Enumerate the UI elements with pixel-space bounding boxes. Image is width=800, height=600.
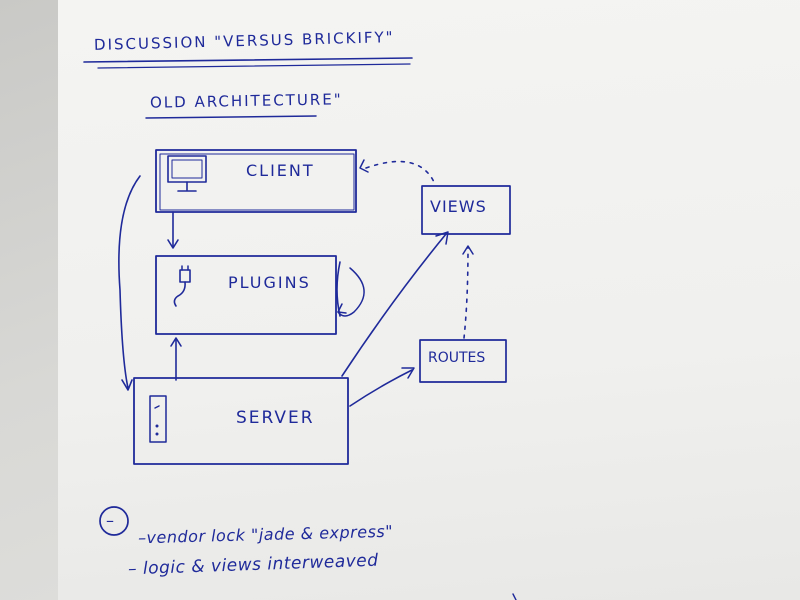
client-box-inner <box>159 153 355 211</box>
server-to-routes-arrow <box>349 369 413 407</box>
views-box <box>421 185 511 235</box>
client-to-server-arrow <box>118 175 141 389</box>
subtitle-underline <box>145 115 317 119</box>
server-box <box>133 377 349 465</box>
server-to-views-arrow <box>341 233 447 377</box>
server-label: SERVER <box>236 408 315 428</box>
client-label: CLIENT <box>246 161 315 180</box>
server-icon <box>149 395 167 443</box>
diagram-canvas <box>83 57 517 600</box>
paper-sheet: DISCUSSION "VERSUS BRICKIFY" OLD ARCHITE… <box>58 0 800 600</box>
section-heading: OLD ARCHITECTURE" <box>149 90 343 112</box>
plugins-self-loop-2 <box>337 267 365 317</box>
plugins-box <box>155 255 337 335</box>
monitor-icon <box>167 155 207 192</box>
routes-to-views-dotted <box>463 247 469 339</box>
drawbacks-marker: – <box>106 511 116 530</box>
views-label: VIEWS <box>430 197 487 216</box>
routes-box <box>419 339 507 383</box>
paper-surface <box>58 0 800 600</box>
client-box <box>155 149 357 213</box>
plug-icon <box>173 265 191 307</box>
drawbacks-marker-circle <box>99 506 129 536</box>
routes-label: ROUTES <box>428 350 486 366</box>
title-underline <box>83 57 413 63</box>
client-to-views-dotted <box>365 160 435 183</box>
plugins-label: PLUGINS <box>228 273 311 292</box>
title-underline-2 <box>97 63 411 69</box>
